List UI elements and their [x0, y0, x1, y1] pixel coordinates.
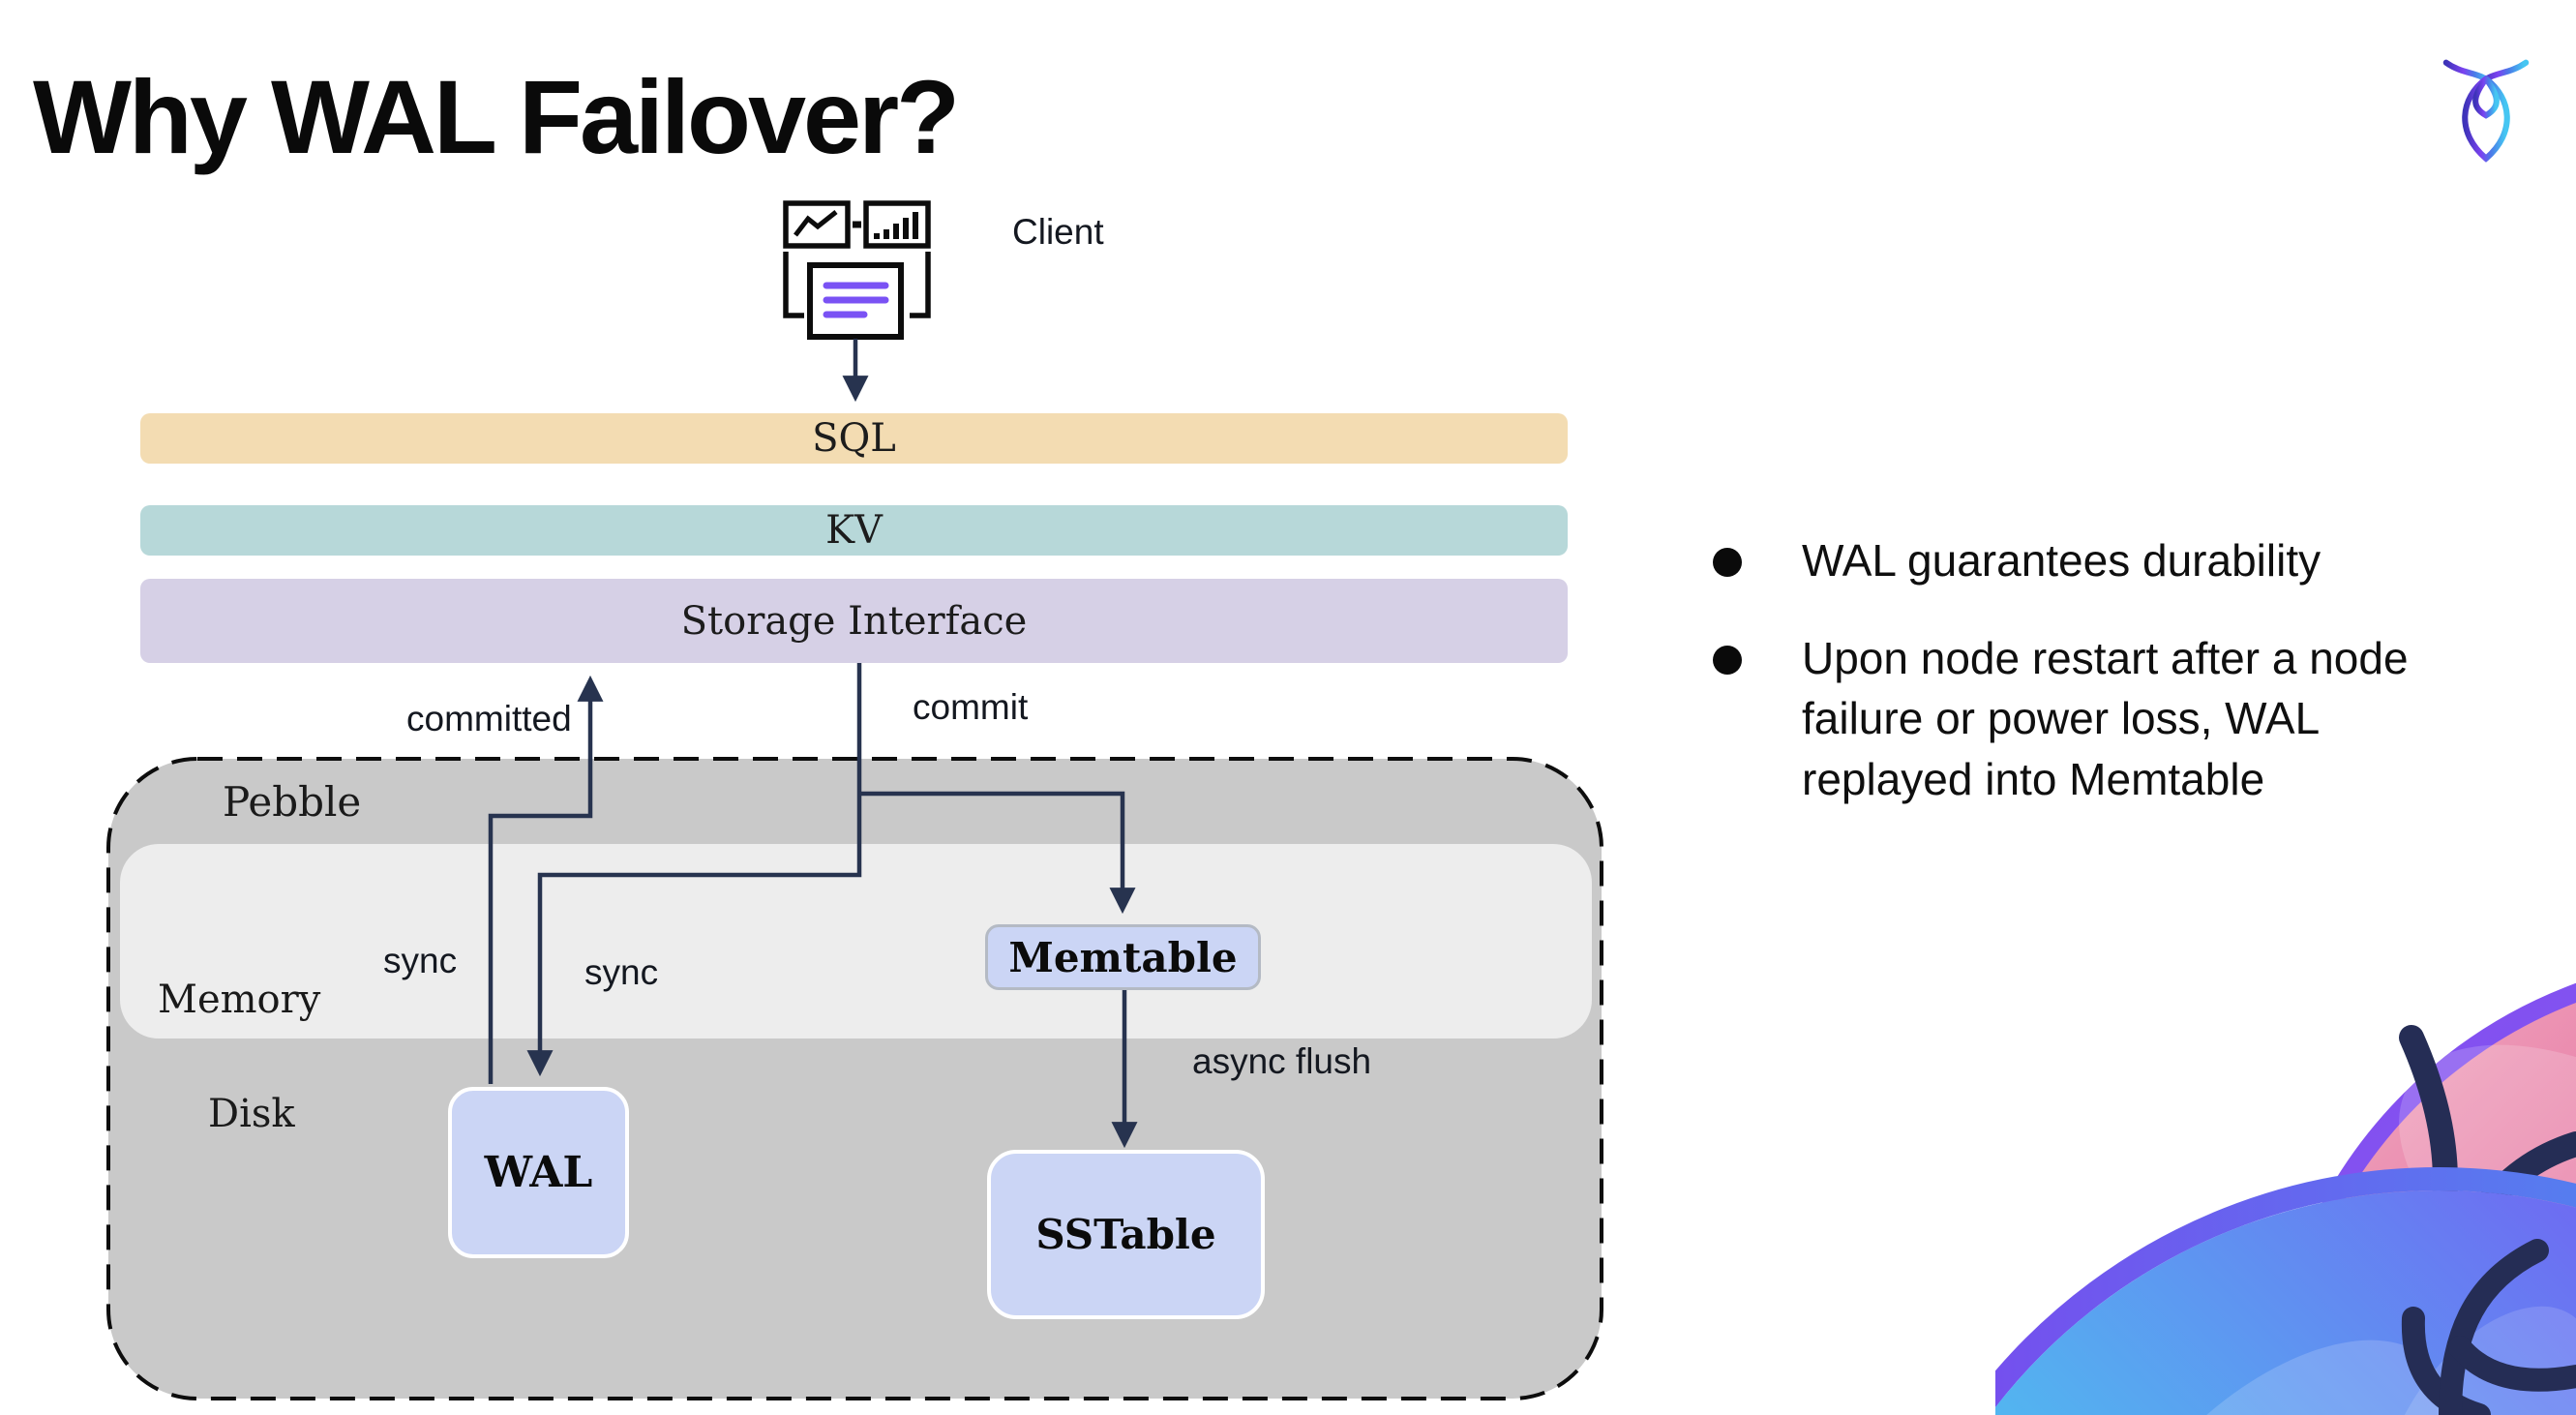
node-memtable-label: Memtable	[1008, 933, 1238, 981]
list-item: WAL guarantees durability	[1713, 530, 2487, 591]
node-wal-label: WAL	[484, 1148, 593, 1197]
layer-storage-interface: Storage Interface	[140, 579, 1568, 663]
bullet-text: Upon node restart after a node failure o…	[1802, 632, 2409, 804]
bullet-text: WAL guarantees durability	[1802, 535, 2321, 586]
disk-region-label: Disk	[208, 1092, 295, 1136]
layer-kv-label: KV	[825, 508, 883, 553]
bullet-dot-icon	[1713, 548, 1742, 577]
node-wal: WAL	[448, 1087, 629, 1258]
pebble-label: Pebble	[223, 778, 362, 826]
client-workstation-icon	[783, 200, 931, 340]
edge-label-commit: commit	[913, 687, 1029, 727]
memory-region-label: Memory	[158, 978, 321, 1022]
bullet-dot-icon	[1713, 645, 1742, 675]
layer-sql-label: SQL	[812, 416, 896, 461]
bullet-list: WAL guarantees durability Upon node rest…	[1713, 530, 2487, 846]
client-label: Client	[1012, 212, 1104, 252]
node-sstable-label: SSTable	[1035, 1211, 1216, 1258]
list-item: Upon node restart after a node failure o…	[1713, 628, 2487, 810]
node-memtable: Memtable	[985, 924, 1261, 990]
edge-label-sync-right: sync	[584, 952, 659, 992]
layer-storage-label: Storage Interface	[680, 598, 1028, 644]
cockroachdb-logo-icon	[2442, 59, 2530, 163]
edge-label-committed: committed	[406, 699, 572, 738]
cockroach-gradient-artwork-icon	[1995, 982, 2576, 1415]
layer-sql: SQL	[140, 413, 1568, 464]
edge-label-async-flush: async flush	[1192, 1041, 1372, 1081]
layer-kv: KV	[140, 505, 1568, 556]
edge-label-sync-left: sync	[383, 941, 458, 980]
node-sstable: SSTable	[987, 1150, 1265, 1319]
page-title: Why WAL Failover?	[33, 58, 960, 175]
